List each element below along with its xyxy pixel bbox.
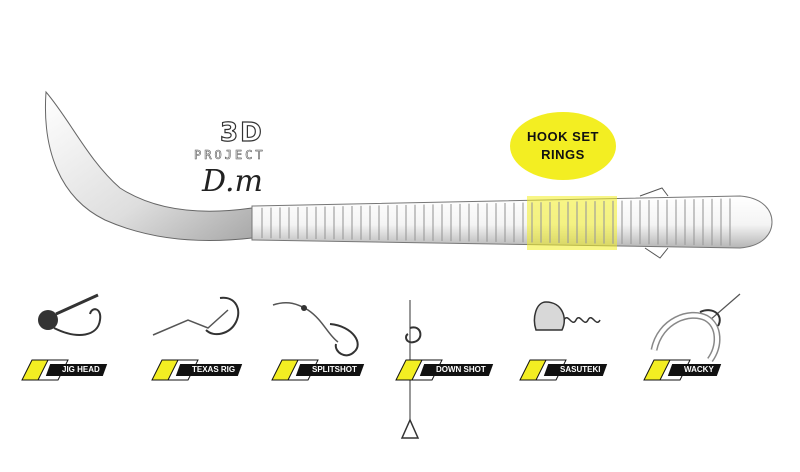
rig-label-splitshot: SPLITSHOT bbox=[295, 364, 365, 376]
rig-label-texas-rig: TEXAS RIG bbox=[175, 364, 243, 376]
logo-3d: 3D bbox=[219, 117, 264, 148]
brand-logo: 3D PROJECT D.m bbox=[180, 117, 290, 199]
badge-line-1: HOOK SET bbox=[527, 129, 599, 144]
rig-label-jig-head: JIG HEAD bbox=[45, 364, 107, 376]
rig-texas-rig: TEXAS RIG bbox=[148, 290, 268, 440]
rig-wacky: WACKY bbox=[640, 290, 760, 440]
hook-set-rings-badge: HOOK SET RINGS bbox=[510, 112, 616, 180]
badge-line-2: RINGS bbox=[541, 147, 585, 162]
rig-down-shot: DOWN SHOT bbox=[392, 290, 512, 440]
logo-signature: D.m bbox=[202, 164, 263, 199]
rig-label-wacky: WACKY bbox=[667, 364, 721, 376]
rig-label-down-shot: DOWN SHOT bbox=[419, 364, 493, 376]
rig-sasuteki: SASUTEKI bbox=[516, 290, 636, 440]
rig-splitshot: SPLITSHOT bbox=[268, 290, 388, 440]
rig-label-sasuteki: SASUTEKI bbox=[543, 364, 608, 376]
rig-jig-head: JIG HEAD bbox=[18, 290, 138, 440]
logo-project: PROJECT bbox=[194, 148, 266, 163]
